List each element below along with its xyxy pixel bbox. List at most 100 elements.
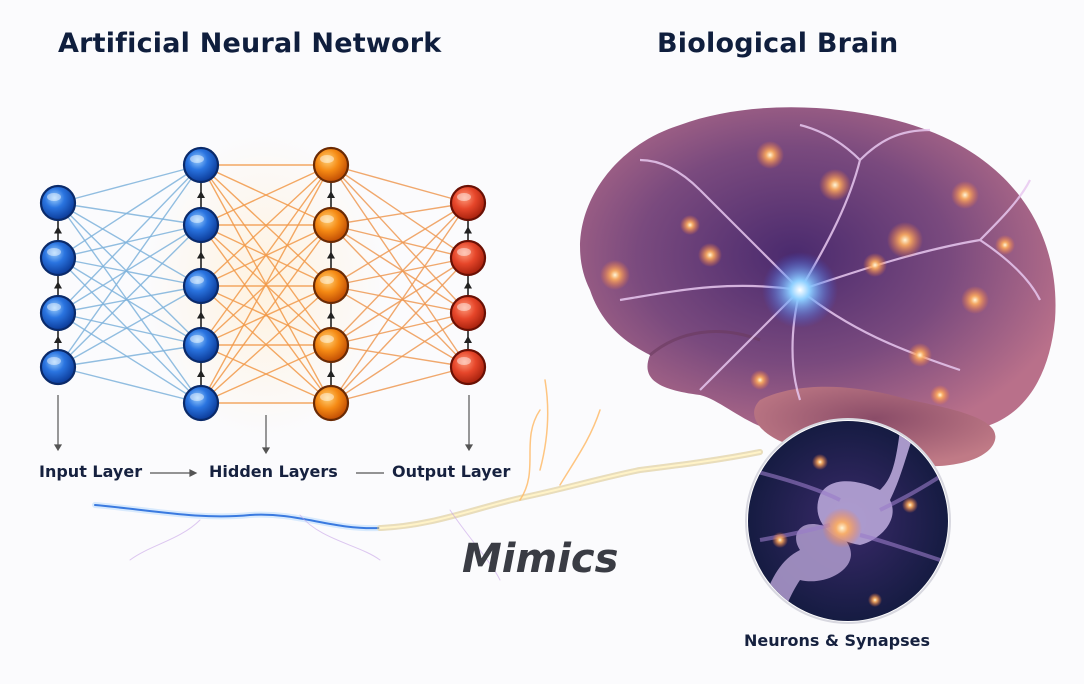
up-arrow-icon — [327, 251, 335, 259]
hidden-layers-label: Hidden Layers — [209, 462, 338, 481]
connection-hidden-2-1-to-output-1 — [330, 224, 469, 259]
node-hidden-2-2 — [312, 267, 350, 305]
connection-hidden-2-3-to-output-3 — [330, 344, 469, 368]
node-input-0 — [39, 184, 77, 222]
connection-hidden-2-2-to-output-2 — [330, 285, 469, 314]
connection-input-3-to-hidden-1-4 — [57, 366, 202, 404]
connection-hidden-2-4-to-output-2 — [330, 312, 469, 404]
connection-hidden-2-4-to-output-1 — [330, 257, 469, 404]
up-arrow-icon — [197, 370, 205, 377]
node-hidden-2-3 — [312, 326, 350, 364]
synapse-inset — [745, 418, 951, 624]
connection-hidden-1-3-to-hidden-2-2 — [200, 285, 332, 346]
connection-hidden-1-4-to-hidden-2-3 — [200, 344, 332, 404]
connection-input-1-to-hidden-1-4 — [57, 257, 202, 404]
node-output-3 — [449, 348, 487, 386]
hidden-pointer-head — [261, 447, 271, 455]
synapse-caption: Neurons & Synapses — [744, 631, 931, 650]
output-pointer-head — [464, 444, 474, 452]
connection-input-0-to-hidden-1-2 — [57, 202, 202, 287]
node-hidden-2-4 — [312, 384, 350, 422]
node-highlight — [47, 248, 61, 256]
up-arrow-icon — [54, 226, 62, 234]
node-highlight — [320, 215, 334, 223]
connection-hidden-2-2-to-output-1 — [330, 257, 469, 287]
connection-input-2-to-hidden-1-3 — [57, 312, 202, 346]
up-arrow-icon — [464, 281, 472, 289]
layer-arrows — [54, 183, 472, 385]
connection-input-1-to-hidden-1-1 — [57, 224, 202, 259]
connection-input-0-to-hidden-1-3 — [57, 202, 202, 346]
input-pointer-head — [53, 444, 63, 452]
node-highlight — [320, 393, 334, 401]
brain-sparks — [600, 141, 1015, 405]
connection-hidden-1-4-to-hidden-2-2 — [200, 285, 332, 404]
connection-input-1-to-hidden-1-2 — [57, 257, 202, 287]
network-edges — [57, 164, 469, 404]
connection-hidden-2-0-to-output-2 — [330, 164, 469, 314]
connection-hidden-2-3-to-output-0 — [330, 202, 469, 346]
up-arrow-icon — [54, 336, 62, 343]
node-highlight — [457, 193, 471, 201]
connection-hidden-2-1-to-output-0 — [330, 202, 469, 226]
layer-pointers — [53, 395, 474, 477]
node-hidden-1-3 — [182, 326, 220, 364]
connection-input-2-to-hidden-1-1 — [57, 224, 202, 314]
brain-illustration — [580, 107, 1056, 467]
output-layer-label: Output Layer — [392, 462, 511, 481]
node-highlight — [457, 357, 471, 365]
connection-input-1-to-hidden-1-3 — [57, 257, 202, 346]
connection-hidden-2-4-to-output-0 — [330, 202, 469, 404]
up-arrow-icon — [327, 311, 335, 319]
node-highlight — [320, 335, 334, 343]
connection-input-2-to-hidden-1-0 — [57, 164, 202, 314]
node-output-2 — [449, 294, 487, 332]
node-highlight — [47, 357, 61, 365]
node-input-2 — [39, 294, 77, 332]
neuron-core-glow — [762, 252, 838, 328]
node-hidden-1-0 — [182, 146, 220, 184]
up-arrow-icon — [54, 281, 62, 289]
node-highlight — [320, 155, 334, 163]
node-hidden-1-4 — [182, 384, 220, 422]
up-arrow-icon — [197, 251, 205, 259]
mimics-label: Mimics — [462, 536, 619, 582]
node-hidden-2-0 — [312, 146, 350, 184]
connection-input-0-to-hidden-1-4 — [57, 202, 202, 404]
node-hidden-2-1 — [312, 206, 350, 244]
lightning-bolt — [92, 379, 763, 581]
node-highlight — [190, 155, 204, 163]
connection-hidden-2-2-to-output-3 — [330, 285, 469, 368]
connection-hidden-2-0-to-output-3 — [330, 164, 469, 368]
node-hidden-1-2 — [182, 267, 220, 305]
node-highlight — [457, 248, 471, 256]
up-arrow-icon — [464, 336, 472, 343]
node-highlight — [47, 303, 61, 311]
node-hidden-1-1 — [182, 206, 220, 244]
connection-hidden-2-1-to-output-2 — [330, 224, 469, 314]
connection-hidden-1-1-to-hidden-2-0 — [200, 164, 332, 226]
input-layer-label: Input Layer — [39, 462, 143, 481]
brain-title: Biological Brain — [657, 28, 899, 59]
node-output-0 — [449, 184, 487, 222]
connection-hidden-2-1-to-output-3 — [330, 224, 469, 368]
postsynaptic-terminal — [760, 524, 851, 620]
node-output-1 — [449, 239, 487, 277]
connection-input-0-to-hidden-1-0 — [57, 164, 202, 204]
connection-hidden-2-3-to-output-2 — [330, 312, 469, 346]
connection-hidden-2-0-to-output-1 — [330, 164, 469, 259]
node-input-3 — [39, 348, 77, 386]
ann-title: Artificial Neural Network — [58, 28, 442, 59]
node-highlight — [320, 276, 334, 284]
connection-hidden-1-3-to-hidden-2-0 — [200, 164, 332, 346]
connection-hidden-1-2-to-hidden-2-0 — [200, 164, 332, 287]
connection-input-0-to-hidden-1-1 — [57, 202, 202, 226]
connection-hidden-2-3-to-output-1 — [330, 257, 469, 346]
connection-input-3-to-hidden-1-2 — [57, 285, 202, 368]
connection-hidden-2-4-to-output-3 — [330, 366, 469, 404]
up-arrow-icon — [197, 191, 205, 198]
node-highlight — [457, 303, 471, 311]
connection-input-3-to-hidden-1-3 — [57, 344, 202, 368]
connection-hidden-1-4-to-hidden-2-1 — [200, 224, 332, 404]
